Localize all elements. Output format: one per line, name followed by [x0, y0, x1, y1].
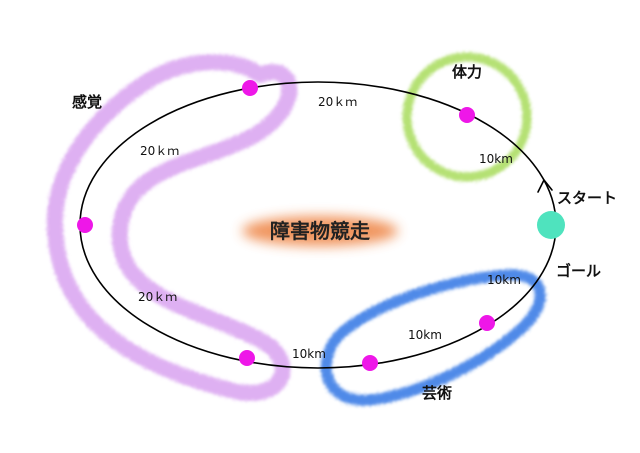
distance-label: 10km — [292, 347, 326, 361]
checkpoint — [77, 217, 93, 233]
start-goal-marker — [537, 211, 565, 239]
distance-label: 20ｋｍ — [140, 144, 179, 158]
direction-arrow-icon — [537, 179, 553, 193]
art-zone-label: 芸術 — [422, 384, 452, 402]
distance-label: 20ｋｍ — [318, 95, 357, 109]
sense-zone-band — [46, 54, 298, 401]
stamina-zone-ring — [402, 52, 532, 182]
distance-label: 10km — [408, 328, 442, 342]
stamina-zone-label: 体力 — [452, 63, 482, 81]
checkpoint — [239, 350, 255, 366]
checkpoint — [459, 107, 475, 123]
distance-label: 10km — [479, 152, 513, 166]
distance-label: 20ｋｍ — [138, 290, 177, 304]
start-label: スタート — [557, 189, 617, 207]
checkpoint — [479, 315, 495, 331]
checkpoint — [362, 355, 378, 371]
sense-zone-label: 感覚 — [72, 93, 102, 111]
diagram-title: 障害物競走 — [270, 219, 370, 243]
art-zone-band — [320, 269, 546, 406]
distance-label: 10km — [487, 273, 521, 287]
title-glow — [242, 216, 398, 246]
goal-label: ゴール — [556, 262, 601, 280]
checkpoint — [242, 80, 258, 96]
